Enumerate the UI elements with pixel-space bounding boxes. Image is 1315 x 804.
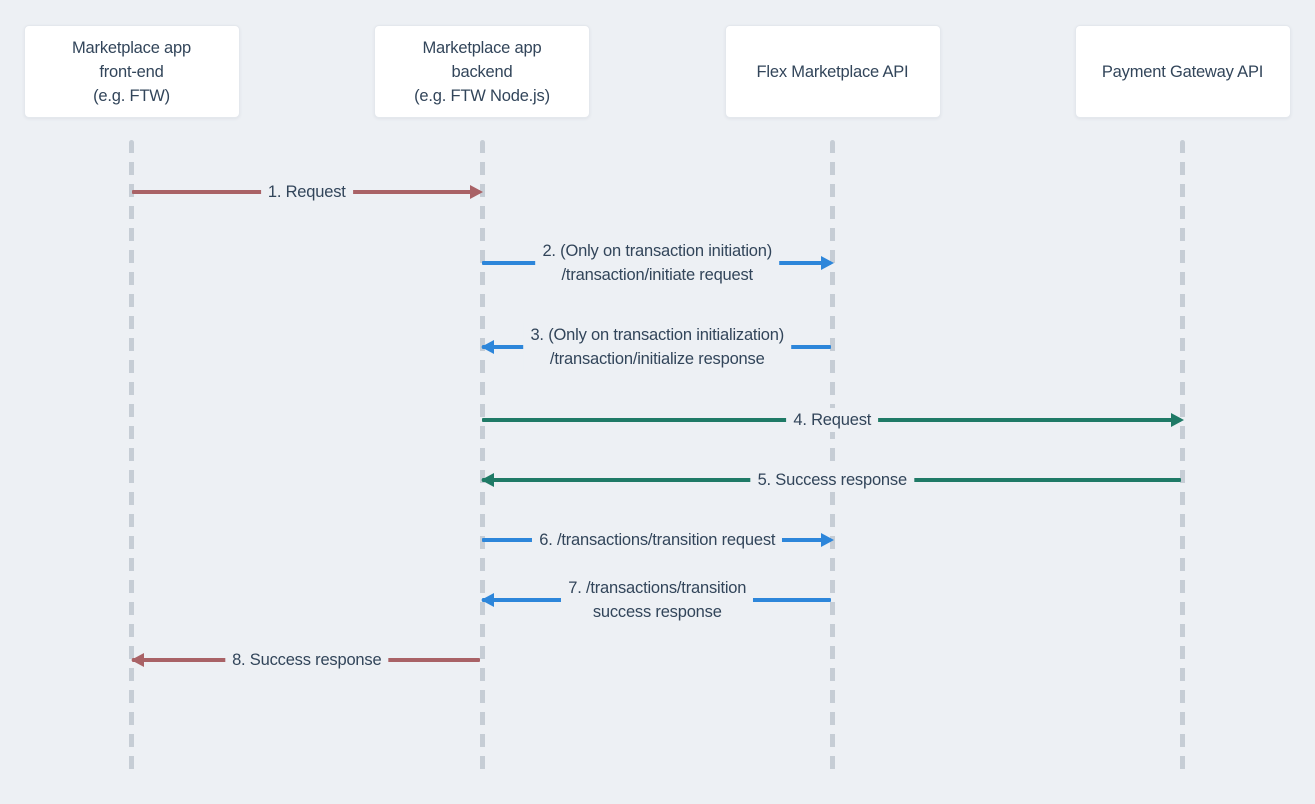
arrowhead-left-icon bbox=[481, 593, 494, 607]
message-label: 3. (Only on transaction initialization) /… bbox=[523, 323, 792, 371]
participant-label-line: (e.g. FTW Node.js) bbox=[414, 86, 550, 105]
lifeline-gateway bbox=[1180, 140, 1185, 775]
participant-box-frontend: Marketplace app front-end (e.g. FTW) bbox=[23, 25, 240, 118]
participant-box-backend: Marketplace app backend (e.g. FTW Node.js) bbox=[374, 25, 590, 118]
message-label: 8. Success response bbox=[225, 648, 389, 672]
lifeline-frontend bbox=[129, 140, 134, 775]
participant-box-flex: Flex Marketplace API bbox=[724, 25, 941, 118]
participant-label-frontend: Marketplace app front-end (e.g. FTW) bbox=[72, 36, 191, 108]
participant-label-gateway: Payment Gateway API bbox=[1102, 60, 1263, 84]
message-label-line: 5. Success response bbox=[757, 471, 908, 489]
message-label-line: 6. /transactions/transition request bbox=[539, 531, 776, 549]
participant-label-flex: Flex Marketplace API bbox=[757, 60, 909, 84]
participant-label-line: Marketplace app bbox=[72, 38, 191, 57]
message-label: 2. (Only on transaction initiation) /tran… bbox=[535, 239, 780, 287]
arrowhead-right-icon bbox=[470, 185, 483, 199]
participant-label-line: Payment Gateway API bbox=[1101, 62, 1264, 81]
participant-label-line: Flex Marketplace API bbox=[756, 62, 909, 81]
message-label-line: success response bbox=[592, 603, 722, 621]
participant-label-backend: Marketplace app backend (e.g. FTW Node.js) bbox=[414, 36, 550, 108]
lifeline-backend bbox=[479, 140, 485, 775]
participant-label-line: Marketplace app bbox=[422, 38, 542, 57]
arrowhead-left-icon bbox=[481, 473, 494, 487]
participant-label-line: (e.g. FTW) bbox=[93, 86, 170, 105]
message-label-line: 4. Request bbox=[793, 411, 872, 429]
message-label-line: /transaction/initiate request bbox=[561, 266, 754, 284]
arrowhead-right-icon bbox=[820, 256, 834, 270]
arrowhead-right-icon bbox=[1170, 413, 1184, 427]
participant-box-gateway: Payment Gateway API bbox=[1074, 25, 1291, 118]
arrowhead-left-icon bbox=[481, 340, 494, 354]
arrowhead-right-icon bbox=[820, 533, 834, 547]
message-label: 7. /transactions/transition success respo… bbox=[561, 576, 754, 624]
message-label: 6. /transactions/transition request bbox=[532, 528, 783, 552]
lifeline-flex bbox=[830, 140, 835, 775]
participant-label-line: backend bbox=[451, 62, 513, 81]
arrowhead-left-icon bbox=[130, 653, 144, 667]
message-label-line: 2. (Only on transaction initiation) bbox=[542, 242, 773, 260]
message-label: 1. Request bbox=[260, 180, 353, 204]
message-label-line: 1. Request bbox=[267, 183, 346, 201]
message-label-line: 3. (Only on transaction initialization) bbox=[530, 326, 785, 344]
message-label: 5. Success response bbox=[750, 468, 914, 492]
message-label: 4. Request bbox=[786, 408, 879, 432]
message-label-line: 8. Success response bbox=[232, 651, 382, 669]
message-label-line: 7. /transactions/transition bbox=[568, 579, 747, 597]
participant-label-line: front-end bbox=[99, 62, 164, 81]
message-label-line: /transaction/initialize response bbox=[549, 350, 765, 368]
